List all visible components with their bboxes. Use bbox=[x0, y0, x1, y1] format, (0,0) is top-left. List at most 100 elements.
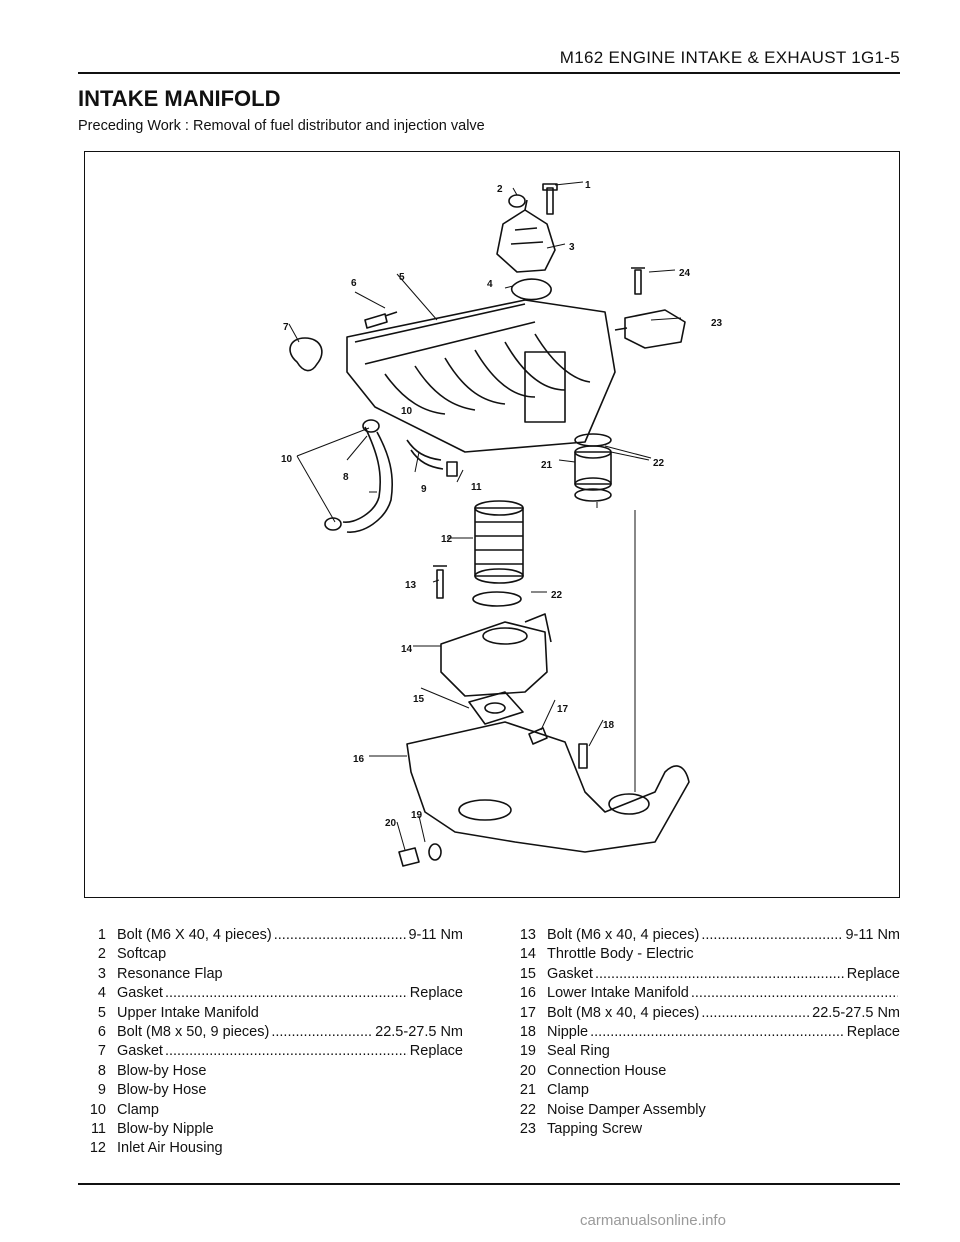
callout-10-b: 10 bbox=[281, 454, 293, 465]
callout-2: 2 bbox=[497, 184, 503, 195]
dot-leader: ........................................… bbox=[273, 927, 407, 943]
part-description: Lower Intake Manifold bbox=[547, 985, 689, 1002]
part-spec: Replace bbox=[409, 985, 463, 1002]
callout-22-b: 22 bbox=[551, 590, 563, 601]
dot-leader: ........................................… bbox=[701, 927, 843, 943]
watermark: carmanualsonline.info bbox=[580, 1212, 726, 1229]
part-spec: 9-11 Nm bbox=[845, 927, 900, 943]
callout-15: 15 bbox=[413, 694, 425, 705]
callout-22-a: 22 bbox=[653, 458, 665, 469]
connection-house-part bbox=[398, 847, 420, 867]
callout-19: 19 bbox=[411, 810, 423, 821]
dot-leader: ........................................… bbox=[164, 1043, 408, 1060]
bolt-13-part bbox=[433, 565, 447, 599]
part-description: Blow-by Nipple bbox=[117, 1121, 214, 1138]
part-description: Resonance Flap bbox=[117, 965, 223, 982]
part-description: Clamp bbox=[547, 1082, 589, 1099]
gasket-7-part bbox=[289, 337, 323, 372]
callout-13: 13 bbox=[405, 580, 417, 591]
dot-leader: ........................................… bbox=[594, 965, 845, 982]
bolt-1-part bbox=[542, 183, 558, 215]
callout-12: 12 bbox=[441, 534, 453, 545]
callout-16: 16 bbox=[353, 754, 365, 765]
part-row: 23 Tapping Screw bbox=[508, 1120, 900, 1139]
part-number: 6 bbox=[97, 1024, 106, 1041]
exploded-diagram: 1 2 3 4 5 6 7 8 9 10 10 11 12 13 14 15 1… bbox=[84, 151, 900, 898]
callout-10-a: 10 bbox=[401, 406, 413, 417]
part-row: 10 Clamp bbox=[78, 1101, 463, 1120]
part-spec: Replace bbox=[846, 1024, 900, 1041]
part-number: 11 bbox=[90, 1121, 106, 1138]
footer-rule bbox=[78, 1183, 900, 1185]
callout-4: 4 bbox=[487, 279, 493, 290]
part-description: Nipple bbox=[547, 1024, 589, 1041]
part-description: Tapping Screw bbox=[547, 1121, 643, 1138]
lower-manifold-part bbox=[406, 721, 690, 853]
header-rule bbox=[78, 72, 900, 74]
nipple-18-part bbox=[578, 743, 588, 769]
part-number: 19 bbox=[519, 1043, 536, 1060]
part-description: Upper Intake Manifold bbox=[117, 1004, 259, 1021]
part-spec: Replace bbox=[846, 965, 900, 982]
part-number: 3 bbox=[97, 965, 106, 982]
part-description: Gasket bbox=[547, 965, 593, 982]
callout-24: 24 bbox=[679, 268, 691, 279]
part-row: 3 Resonance Flap bbox=[78, 965, 463, 984]
callout-9: 9 bbox=[421, 484, 427, 495]
part-spec: Replace bbox=[409, 1043, 463, 1060]
part-spec: 9-11 Nm bbox=[408, 927, 463, 943]
page-title: INTAKE MANIFOLD bbox=[78, 86, 281, 111]
part-description: Gasket bbox=[117, 1043, 163, 1060]
page-header: M162 ENGINE INTAKE & EXHAUST 1G1-5 bbox=[559, 48, 900, 67]
clamp-21-part bbox=[574, 433, 612, 447]
part-description: Bolt (M8 x 50, 9 pieces) bbox=[117, 1024, 270, 1041]
part-number: 20 bbox=[519, 1062, 536, 1079]
part-description: Bolt (M6 x 40, 4 pieces) bbox=[547, 927, 700, 943]
callout-7: 7 bbox=[283, 322, 289, 333]
part-number: 14 bbox=[519, 946, 536, 963]
dot-leader: ........................................… bbox=[164, 985, 408, 1002]
part-number: 23 bbox=[519, 1121, 536, 1138]
tapping-screw-part bbox=[631, 267, 645, 295]
part-number: 1 bbox=[97, 927, 106, 943]
softcap-part bbox=[508, 194, 526, 208]
part-number: 16 bbox=[519, 985, 536, 1002]
callout-23: 23 bbox=[711, 318, 723, 329]
part-description: Softcap bbox=[117, 946, 167, 963]
seal-ring-part bbox=[428, 843, 442, 861]
dot-leader: ........................................… bbox=[590, 1024, 845, 1041]
callout-5: 5 bbox=[399, 272, 405, 283]
gasket-15-part bbox=[468, 691, 524, 725]
part-description: Blow-by Hose bbox=[117, 1082, 207, 1099]
part-number: 9 bbox=[97, 1082, 106, 1099]
part-spec: 22.5-27.5 Nm bbox=[812, 1004, 900, 1021]
dot-leader: ........................................… bbox=[701, 1004, 811, 1021]
callout-3: 3 bbox=[569, 242, 575, 253]
part-number: 4 bbox=[97, 985, 106, 1002]
callout-20: 20 bbox=[385, 818, 397, 829]
inlet-air-housing-part bbox=[474, 507, 524, 577]
part-number: 10 bbox=[89, 1101, 106, 1118]
part-row: 4 Gasket ................................… bbox=[78, 984, 463, 1003]
dot-leader: ........................................… bbox=[271, 1024, 373, 1041]
part-description: Clamp bbox=[117, 1101, 159, 1118]
part-spec: 22.5-27.5 Nm bbox=[375, 1024, 463, 1041]
part-description: Bolt (M8 x 40, 4 pieces) bbox=[547, 1004, 700, 1021]
part-description: Gasket bbox=[117, 985, 163, 1002]
preceding-work-note: Preceding Work : Removal of fuel distrib… bbox=[78, 118, 485, 134]
gasket-4-part bbox=[510, 278, 552, 301]
